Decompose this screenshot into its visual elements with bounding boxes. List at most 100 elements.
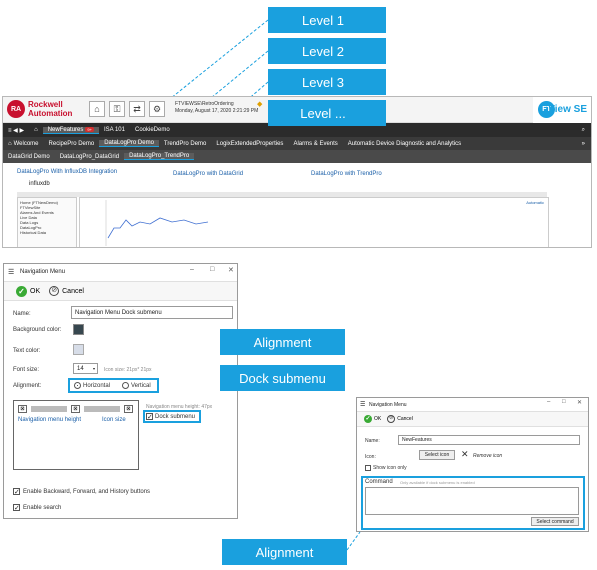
preview-menu-height-label: Navigation menu height [18,417,82,423]
ft-logo-icon: FT [538,101,555,118]
app-screenshot: RA Rockwell Automation ⌂ ⚿ ⇄ ⚙ FTVIEWSE\… [2,96,592,248]
link-with-trendpro[interactable]: DataLogPro with TrendPro [311,171,382,177]
tree-item[interactable]: Data Logs [20,220,39,225]
command-textarea[interactable] [365,487,579,515]
ok-icon[interactable]: ✓ [16,285,27,297]
remove-icon-label[interactable]: Remove icon [473,453,503,459]
background-color-label: Background color: [13,327,62,333]
link-influx-integration[interactable]: DataLogPro With InfluxDB Integration [17,169,118,175]
nav2-item-alarms[interactable]: Alarms & Events [293,140,338,147]
horizontal-label: Horizontal [83,382,111,389]
key-icon[interactable]: ⚿ [109,101,125,117]
cancel-button[interactable]: Cancel [397,416,413,422]
product-name: View SE [548,104,587,115]
nav2-item-datalogpro[interactable]: DataLogPro Demo [99,140,159,147]
background-color-swatch[interactable] [73,324,84,335]
overflow-chevron-icon[interactable]: » [581,140,585,147]
preview-bar [31,406,67,412]
maximize-icon[interactable]: □ [562,399,566,405]
nav3-item-datagrid[interactable]: DataGrid Demo [8,153,50,160]
cancel-button[interactable]: Cancel [62,287,84,295]
tree-item[interactable]: DataLogPro [20,225,42,230]
maximize-icon[interactable]: □ [210,266,215,273]
checkbox-icon: ✓ [146,413,153,421]
icon-label: Icon: [365,454,376,460]
text-color-swatch[interactable] [73,344,84,355]
tree-item[interactable]: Home (FTNewDemo) [20,200,59,205]
menu-icon[interactable]: ≡ ◀ ▶ [8,127,25,134]
select-icon-button[interactable]: Select icon [419,450,455,460]
dialog-title: ☰ Navigation Menu [4,264,237,280]
trend-chart-lines [105,200,209,246]
close-icon[interactable]: ✕ [228,267,234,274]
name-field[interactable]: Navigation Menu Dock submenu [71,306,233,319]
close-icon[interactable]: ✕ [577,400,583,406]
trend-chart: Automatic [79,197,549,247]
nav2-item-welcome[interactable]: ⌂ Welcome [8,140,39,147]
callout-level-more: Level ... [268,100,386,126]
minimize-icon[interactable]: – [547,399,551,405]
nav3-item-datalogpro-trendpro[interactable]: DataLogPro_TrendPro [124,153,195,160]
dialog-title-text: Navigation Menu [20,269,66,275]
enable-search-checkbox[interactable]: ✓ Enable search [13,504,62,512]
nav2-item-trendpro[interactable]: TrendPro Demo [163,140,207,147]
settings-icon[interactable]: ⚙ [149,101,165,117]
alarm-icon[interactable]: ◆ [257,101,263,108]
switch-user-icon[interactable]: ⇄ [129,101,145,117]
alignment-horizontal-radio[interactable]: Horizontal [74,382,110,389]
item-dialog-title: ☰ Navigation Menu [357,398,588,411]
menu-preview: ⊠ ⊠ ⊠ Navigation menu height Icon size [13,400,139,470]
remove-icon[interactable]: ✕ [461,449,469,459]
search-icon[interactable]: ⌕ [581,126,585,133]
ok-button[interactable]: OK [374,416,382,422]
nav3-item-datalogpro-datagrid[interactable]: DataLogPro_DataGrid [59,153,120,160]
tree-item[interactable]: Historical Data [20,230,47,235]
nav2-item-recipepro[interactable]: RecipePro Demo [48,140,95,147]
radio-icon [122,382,129,389]
link-with-datagrid[interactable]: DataLogPro with DataGrid [173,171,244,177]
cancel-icon[interactable]: ⊘ [387,415,396,423]
enable-nav-buttons-checkbox[interactable]: ✓ Enable Backward, Forward, and History … [13,488,150,496]
info-line-1: FTVIEWSE\RetroOrdering [175,101,234,107]
select-command-button[interactable]: Select command [531,517,579,526]
preview-row: ⊠ ⊠ ⊠ [18,405,133,413]
preview-icon: ⊠ [71,405,80,413]
command-hint: Only available if dock submenu is enable… [400,480,475,485]
font-size-select[interactable]: 14 ▾ [73,363,98,374]
alignment-vertical-radio[interactable]: Vertical [122,382,151,389]
dialog-toolbar: ✓ OK ⊘ Cancel [4,281,237,301]
dock-submenu-checkbox[interactable]: ✓ Dock submenu [146,413,195,421]
minimize-icon[interactable]: – [190,266,194,273]
nav2-item-diagnostics[interactable]: Automatic Device Diagnostic and Analytic… [347,140,462,147]
menu-icon: ☰ [360,402,366,408]
cancel-icon[interactable]: ⊘ [49,286,60,296]
icon-size-hint: Icon size: 21px* 21px [104,367,152,373]
ok-button[interactable]: OK [30,287,41,295]
home-button[interactable]: ⌂ [34,127,38,133]
nav1-item-isa101[interactable]: ISA 101 [103,127,125,133]
tree-item[interactable]: Alarms And Events [20,210,54,215]
ok-icon[interactable]: ✓ [364,415,372,423]
show-icon-only-label: Show icon only [373,465,407,471]
influxdb-logo: influxdb [29,181,50,187]
preview-icon: ⊠ [18,405,27,413]
callout-level-3: Level 3 [268,69,386,95]
preview-icon: ⊠ [124,405,133,413]
menu-icon: ☰ [8,269,15,276]
nav2-item-logix[interactable]: LogixExtendedProperties [216,140,284,147]
enable-search-label: Enable search [23,504,62,511]
automatic-label: Automatic [526,200,544,205]
text-color-label: Text color: [13,348,41,354]
callout-alignment-bottom: Alignment [222,539,347,565]
vertical-label: Vertical [131,382,151,389]
tree-item[interactable]: Live Data [20,215,37,220]
tree-item[interactable]: FTViewSite [20,205,41,210]
callout-level-2: Level 2 [268,38,386,64]
nav1-item-cookiedemo[interactable]: CookieDemo [134,127,170,133]
brand-name: Rockwell Automation [28,100,72,118]
item-name-field[interactable]: NewFeatures [398,435,580,445]
home-icon[interactable]: ⌂ [89,101,105,117]
show-icon-only-checkbox[interactable]: Show icon only [365,465,407,471]
